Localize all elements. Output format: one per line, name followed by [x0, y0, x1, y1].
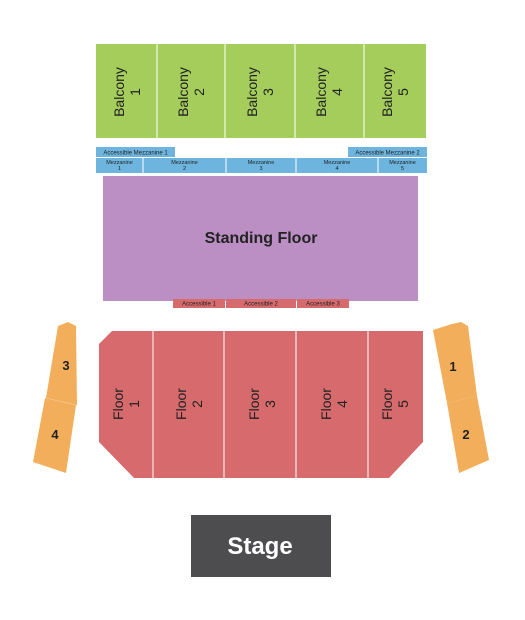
balcony-section-4[interactable] — [295, 44, 364, 138]
balcony-section-5[interactable] — [364, 44, 426, 138]
side-sections-right: 1 2 — [433, 322, 489, 473]
standing-floor-group: Standing Floor — [103, 176, 418, 301]
balcony-4-label: Balcony4 — [313, 67, 345, 117]
standing-floor-label: Standing Floor — [205, 230, 318, 247]
side-section-2[interactable] — [447, 396, 489, 473]
accessible-mezzanine-1[interactable] — [96, 147, 175, 157]
accessible-2-label: Accessible 2 — [244, 302, 278, 308]
floor-3-label: Floor3 — [246, 388, 278, 420]
side-section-1[interactable] — [433, 322, 477, 403]
accessible-section-1[interactable] — [173, 299, 225, 308]
accessible-1-label: Accessible 1 — [182, 302, 216, 308]
floor-section-5[interactable] — [368, 331, 423, 478]
floor-5-label: Floor5 — [379, 388, 411, 420]
floor-section-2[interactable] — [153, 331, 224, 478]
mezzanine-section-2[interactable] — [143, 158, 226, 173]
stage-group: Stage — [191, 515, 331, 577]
side-section-1-label: 1 — [449, 359, 456, 374]
accessible-mezzanine-1-label: Accessible Mezzanine 1 — [103, 150, 168, 156]
accessible-mezzanine-2-label: Accessible Mezzanine 2 — [355, 150, 420, 156]
floor-section-1[interactable] — [99, 331, 153, 478]
accessible-mezzanine-2[interactable] — [348, 147, 427, 157]
balcony-3-label: Balcony3 — [244, 67, 276, 117]
balcony-5-label: Balcony5 — [379, 67, 411, 117]
floor-1-label: Floor1 — [110, 388, 142, 420]
accessible-sections: Accessible 1 Accessible 2 Accessible 3 — [173, 299, 349, 308]
stage — [191, 515, 331, 577]
balcony-1-label: Balcony1 — [111, 67, 143, 117]
floor-sections: Floor1 Floor2 Floor3 Floor4 Floor5 — [99, 331, 423, 478]
floor-4-label: Floor4 — [318, 388, 350, 420]
mezzanine-section-3[interactable] — [226, 158, 296, 173]
balcony-sections: Balcony1 Balcony2 Balcony3 Balcony4 Balc… — [96, 44, 426, 138]
balcony-section-2[interactable] — [157, 44, 225, 138]
mezzanine-section-4[interactable] — [296, 158, 378, 173]
side-section-2-label: 2 — [462, 427, 469, 442]
accessible-section-3[interactable] — [297, 299, 349, 308]
side-sections-left: 3 4 — [33, 322, 77, 473]
floor-section-3[interactable] — [224, 331, 296, 478]
accessible-mezzanine-sections: Accessible Mezzanine 1 Accessible Mezzan… — [96, 147, 427, 157]
side-section-3-label: 3 — [62, 358, 69, 373]
side-section-3[interactable] — [46, 322, 77, 405]
standing-floor-section[interactable] — [103, 176, 418, 301]
floor-2-label: Floor2 — [173, 388, 205, 420]
accessible-section-2[interactable] — [226, 299, 296, 308]
mezzanine-section-5[interactable] — [378, 158, 427, 173]
balcony-section-1[interactable] — [96, 44, 157, 138]
balcony-section-3[interactable] — [225, 44, 295, 138]
mezzanine-section-1[interactable] — [96, 158, 143, 173]
accessible-3-label: Accessible 3 — [306, 302, 340, 308]
side-section-4[interactable] — [33, 398, 76, 473]
balcony-2-label: Balcony2 — [175, 67, 207, 117]
stage-label: Stage — [227, 533, 292, 560]
floor-section-4[interactable] — [296, 331, 368, 478]
side-section-4-label: 4 — [51, 427, 59, 442]
